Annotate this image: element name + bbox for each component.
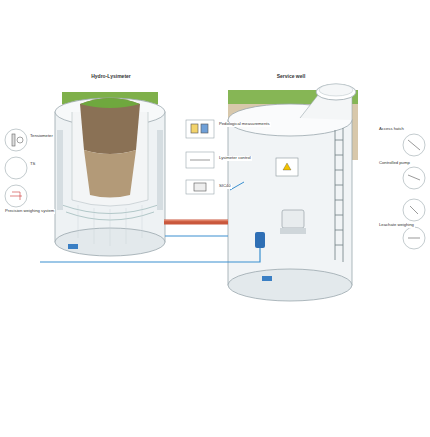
callout-label: SIC40: [218, 184, 232, 189]
water-line: [165, 236, 228, 237]
drawing-group: Hydro-Lysimeter: [52, 70, 170, 255]
pointer: [230, 182, 244, 190]
connecting-pipe: [164, 221, 228, 222]
section-title: Service well: [226, 73, 356, 79]
drain-hose: [40, 248, 260, 262]
callout-label: TS: [29, 162, 36, 167]
service-well: [228, 84, 356, 301]
callout-label: Tensiometer: [29, 134, 54, 139]
lysimeter-vessel: [55, 98, 165, 256]
detail-icons: [5, 120, 425, 249]
callout-label: Leachate weighing: [378, 223, 415, 228]
callout-label: Controlled pump: [378, 161, 411, 166]
section-title: Hydro-Lysimeter: [52, 73, 170, 79]
drawing-group: Service well: [226, 70, 356, 295]
callout-label: Lysimeter control: [218, 156, 252, 161]
callout-label: Precision weighing system: [4, 209, 55, 214]
callout-label: Access hatch: [378, 127, 405, 132]
callout-label: Pedological measurements: [218, 122, 271, 127]
icon-details: [10, 124, 420, 238]
